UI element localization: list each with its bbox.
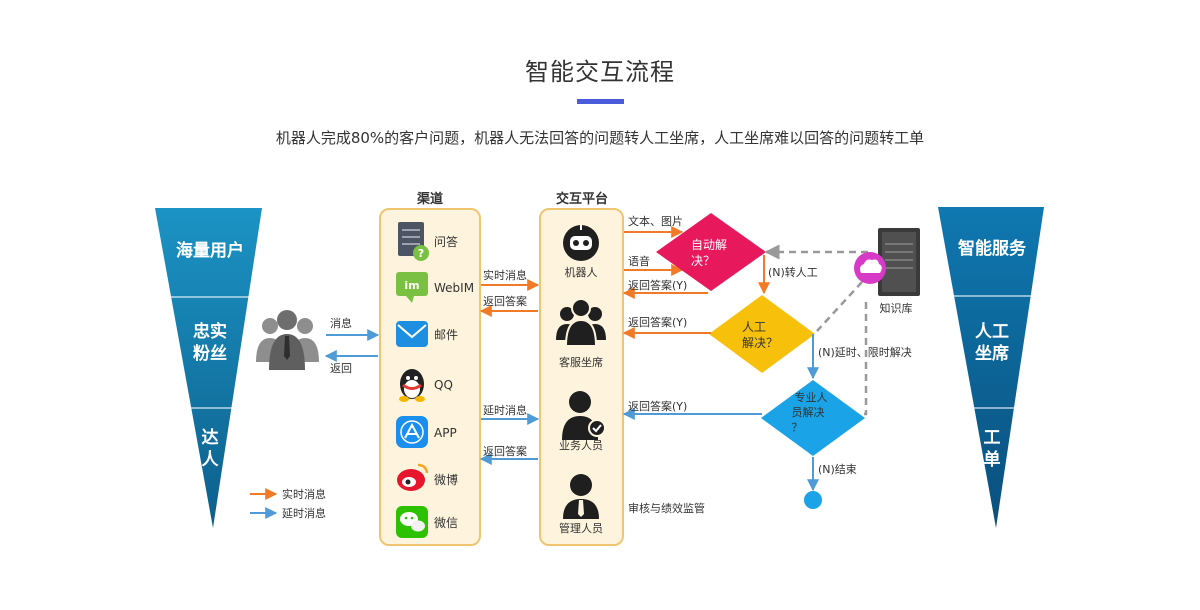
left-funnel-label-1: 海量用户: [176, 240, 244, 261]
platform-business-staff: 业务人员: [559, 439, 603, 452]
delayed-message-label: 延时消息: [483, 403, 527, 417]
platform-robot: 机器人: [565, 265, 598, 279]
legend: 实时消息 延时消息: [250, 487, 326, 520]
right-funnel-label-3b: 单: [984, 449, 1001, 470]
return-answer-y-label-3: 返回答案(Y): [628, 399, 687, 413]
weibo-icon: [397, 463, 429, 491]
expert-solve-label-3: ？: [792, 421, 803, 434]
audit-label: 审核与绩效监管: [628, 501, 705, 515]
left-funnel-label-2a: 忠实: [193, 321, 227, 342]
platform-manager: 管理人员: [559, 521, 603, 535]
auto-solve-diamond: [656, 213, 766, 291]
human-solve-diamond: [709, 295, 815, 373]
channel-app: APP: [434, 426, 457, 440]
return-answer-label-1: 返回答案: [483, 294, 527, 308]
channels-title: 渠道: [416, 191, 443, 207]
to-human-label: (N)转人工: [768, 265, 818, 279]
qa-icon: ?: [398, 222, 429, 261]
left-funnel-label-3b: 人: [202, 450, 220, 470]
kb-to-expert-dashed-line: [864, 302, 868, 416]
manager-icon: [563, 474, 599, 519]
text-image-label: 文本、图片: [628, 214, 683, 228]
webim-icon: im: [396, 272, 428, 303]
return-answer-y-label-2: 返回答案(Y): [628, 315, 687, 329]
end-node: [804, 491, 822, 509]
auto-solve-label-2: 决？: [691, 254, 715, 268]
knowledge-base-label: 知识库: [880, 301, 913, 315]
left-funnel-label-2b: 粉丝: [193, 343, 227, 364]
platform-title: 交互平台: [556, 191, 608, 207]
right-funnel-label-2b: 坐席: [975, 343, 1009, 364]
title-underline: [577, 99, 624, 104]
channel-weibo: 微博: [434, 472, 458, 487]
human-solve-label-2: 解决？: [742, 336, 778, 350]
right-funnel-label-2a: 人工: [975, 322, 1009, 342]
legend-realtime-label: 实时消息: [282, 487, 326, 501]
right-funnel: 智能服务 人工 坐席 工 单: [938, 207, 1044, 528]
expert-solve-label-2: 员解决: [792, 405, 825, 419]
left-funnel: 海量用户 忠实 粉丝 达 人: [155, 208, 262, 528]
channel-qa: 问答: [434, 234, 458, 249]
platform-panel: [539, 208, 624, 546]
wechat-icon: [396, 506, 428, 538]
channel-wechat: 微信: [434, 516, 458, 530]
legend-delayed-label: 延时消息: [282, 506, 326, 520]
left-funnel-shape: [155, 208, 262, 528]
left-funnel-label-3a: 达: [202, 427, 219, 448]
user-return-label: 返回: [330, 362, 352, 375]
right-funnel-shape: [938, 207, 1044, 528]
auto-solve-label-1: 自动解: [691, 238, 727, 252]
customer-service-icon: [556, 298, 606, 347]
server-icon: [878, 228, 920, 296]
platform-customer-service: 客服坐席: [559, 355, 603, 369]
users-group-icon: [256, 310, 319, 370]
channel-qq: QQ: [434, 378, 453, 392]
mail-icon: [396, 321, 428, 347]
end-label: (N)结束: [818, 463, 857, 476]
page-title: 智能交互流程: [525, 58, 675, 86]
kb-to-human-dashed-line: [816, 281, 863, 332]
right-funnel-label-1: 智能服务: [958, 238, 1027, 259]
channel-mail: 邮件: [434, 328, 458, 342]
voice-label: 语音: [628, 254, 650, 268]
expert-solve-diamond: [761, 380, 865, 456]
svg-text:?: ?: [418, 247, 424, 260]
expert-solve-label-1: 专业人: [795, 390, 828, 404]
return-answer-label-2: 返回答案: [483, 444, 527, 458]
return-answer-y-label-1: 返回答案(Y): [628, 278, 687, 292]
business-staff-icon: [562, 391, 606, 440]
realtime-message-label: 实时消息: [483, 268, 527, 282]
human-solve-label-1: 人工: [742, 320, 766, 334]
right-funnel-label-3a: 工: [984, 428, 1001, 448]
app-store-icon: [396, 416, 428, 448]
channel-webim: WebIM: [434, 281, 474, 295]
user-send-label: 消息: [330, 316, 352, 330]
cloud-icon: [854, 252, 886, 284]
svg-text:im: im: [404, 279, 419, 292]
page-subtitle: 机器人完成80%的客户问题，机器人无法回答的问题转人工坐席，人工坐席难以回答的问…: [275, 129, 925, 147]
channels-panel: [379, 208, 481, 546]
qq-icon: [399, 369, 425, 402]
robot-icon: [563, 225, 599, 261]
